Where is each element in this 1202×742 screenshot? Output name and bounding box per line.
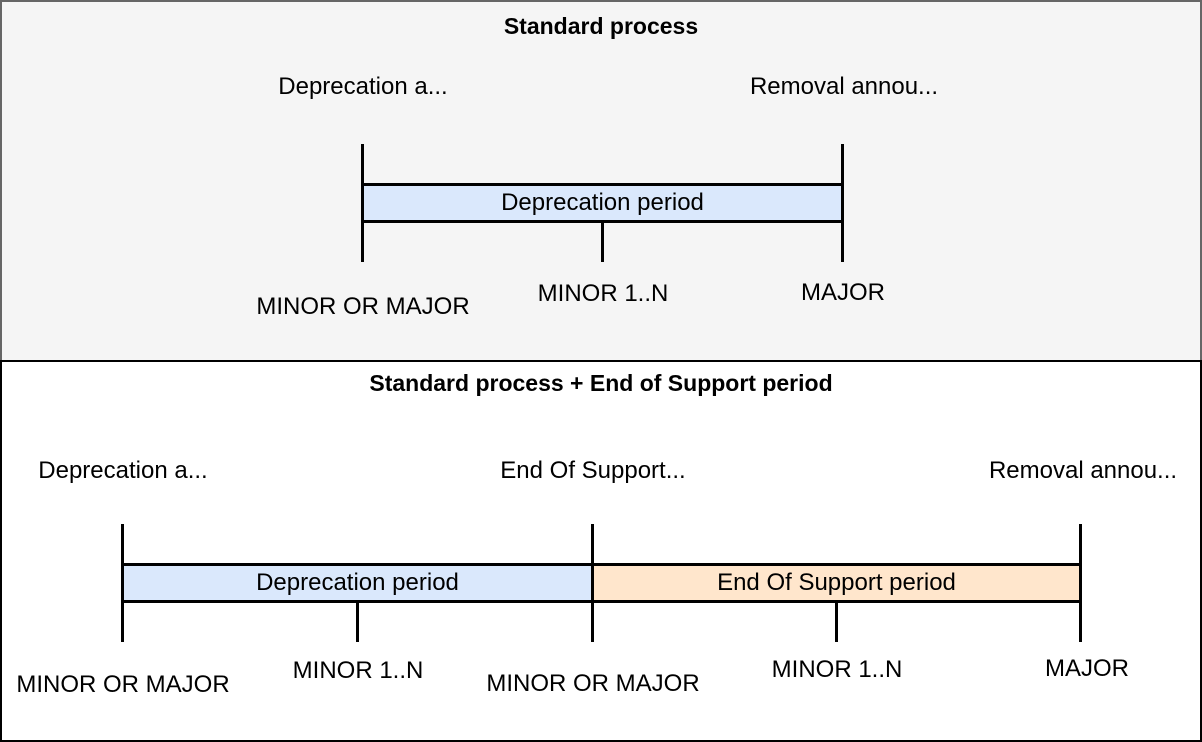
milestone-label-minor-or-major: MINOR OR MAJOR: [486, 670, 700, 697]
panel-title: Standard process + End of Support period: [369, 370, 833, 396]
milestone-label-minor-1n: MINOR 1..N: [537, 280, 669, 307]
milestone-label-minor-1n: MINOR 1..N: [771, 656, 903, 683]
deprecation-announcement-label: Deprecation a...: [278, 73, 448, 100]
deprecation-period-bar-label: Deprecation period: [256, 569, 459, 596]
end-of-support-period-bar-label: End Of Support period: [717, 569, 956, 596]
milestone-label-major: MAJOR: [1045, 655, 1129, 682]
deprecation-period-bar-label: Deprecation period: [501, 189, 704, 216]
deprecation-period-bar: Deprecation period: [361, 183, 844, 223]
milestone-label-minor-or-major: MINOR OR MAJOR: [16, 671, 230, 698]
removal-announcement-label: Removal annou...: [749, 73, 939, 100]
end-of-support-period-bar: End Of Support period: [591, 563, 1082, 603]
deprecation-period-bar: Deprecation period: [121, 563, 594, 603]
timeline-subtick-deprecation: [356, 603, 359, 642]
timeline-subtick-mid: [601, 223, 604, 262]
removal-announcement-label: Removal annou...: [988, 457, 1178, 484]
standard-process-panel: Standard process Deprecation a... Remova…: [0, 0, 1202, 362]
standard-process-eos-panel: Standard process + End of Support period…: [0, 360, 1202, 742]
milestone-label-minor-or-major: MINOR OR MAJOR: [256, 293, 470, 320]
milestone-label-minor-1n: MINOR 1..N: [292, 657, 424, 684]
end-of-support-announcement-label: End Of Support...: [500, 457, 686, 484]
deprecation-announcement-label: Deprecation a...: [38, 457, 208, 484]
panel-title: Standard process: [503, 13, 699, 39]
milestone-label-major: MAJOR: [801, 279, 885, 306]
timeline-subtick-eos: [835, 603, 838, 642]
